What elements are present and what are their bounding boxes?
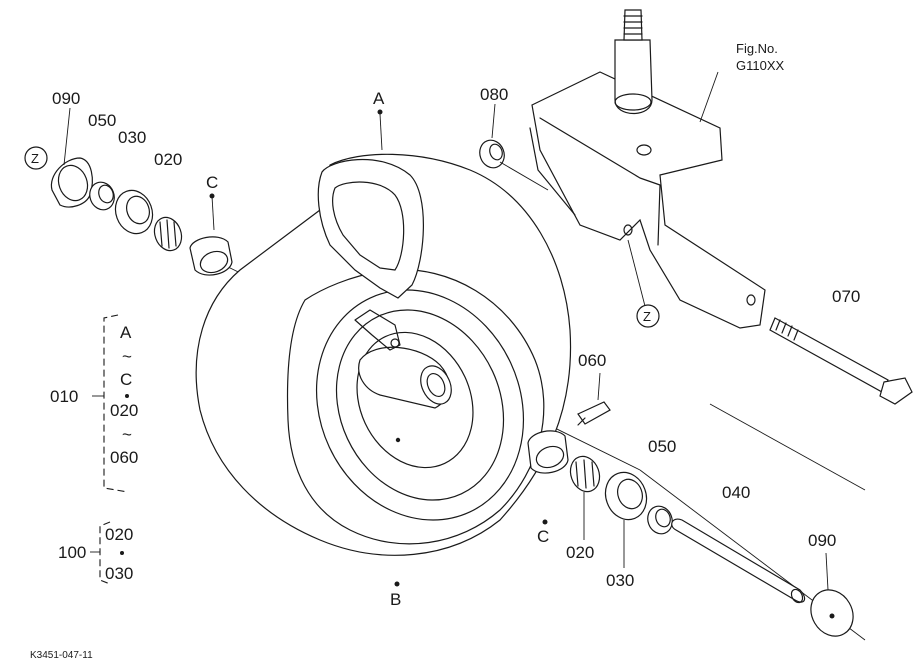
marker-b-dot (394, 581, 400, 587)
label-030-top: 030 (118, 128, 146, 147)
group-100: 100 020 030 (58, 521, 133, 585)
group-010-range-0: A (120, 323, 132, 342)
group-010-range-2: C (120, 370, 132, 389)
z-label-left: Z (31, 151, 39, 166)
label-050-right: 050 (648, 437, 676, 456)
bracket-fork (529, 9, 766, 329)
part-040-axle-shaft (671, 518, 806, 604)
fig-no-value: G110XX (736, 58, 785, 73)
label-090-left: 090 (52, 89, 80, 108)
part-020-seal-right (569, 455, 601, 493)
label-020-top: 020 (154, 150, 182, 169)
part-090-cap-right (810, 589, 854, 637)
label-c-bottom: C (537, 527, 549, 546)
part-020-seal-left (153, 216, 183, 252)
leader-lines (63, 71, 866, 591)
group-100-item-1: 030 (105, 564, 133, 583)
part-060-grease-nipple (577, 401, 611, 426)
z-circle-right (636, 304, 660, 328)
label-090-right: 090 (808, 531, 836, 550)
label-c-top: C (206, 173, 218, 192)
marker-a-dot (377, 109, 383, 115)
part-080-nut (479, 139, 549, 191)
wheel-tire (195, 153, 572, 556)
part-030-bearing-right (604, 471, 648, 521)
group-010-range-5: 060 (110, 448, 138, 467)
label-070: 070 (832, 287, 860, 306)
label-b: B (390, 590, 401, 609)
label-060: 060 (578, 351, 606, 370)
group-010-range-1: ~ (122, 347, 132, 366)
label-a: A (373, 89, 385, 108)
label-040: 040 (722, 483, 750, 502)
hub-dot (395, 437, 401, 443)
part-050-spacer-left (89, 181, 115, 211)
label-020-bottom: 020 (566, 543, 594, 562)
part-090-cap-left (50, 157, 93, 208)
part-070-bolt (769, 317, 913, 405)
part-c-sleeve-left (189, 236, 233, 276)
label-030-bottom: 030 (606, 571, 634, 590)
label-080: 080 (480, 85, 508, 104)
fig-no-label: Fig.No. (736, 41, 778, 56)
group-010-range-3: 020 (110, 401, 138, 420)
group-100-item-0: 020 (105, 525, 133, 544)
part-c-sleeve-right (527, 430, 569, 474)
drawing-code: K3451-047-11 (30, 650, 93, 661)
z-label-right: Z (643, 309, 651, 324)
part-050-spacer-right (647, 505, 673, 535)
group-100-label: 100 (58, 543, 86, 562)
part-030-bearing-left (114, 189, 154, 235)
marker-c-bottom-dot (542, 519, 548, 525)
z-circle-left (24, 146, 48, 170)
group-010-label: 010 (50, 387, 78, 406)
group-010-range-4: ~ (122, 425, 132, 444)
marker-c-top-dot (209, 193, 215, 199)
label-050-top: 050 (88, 111, 116, 130)
group-010: 010 A ~ C 020 ~ 060 (50, 314, 138, 493)
